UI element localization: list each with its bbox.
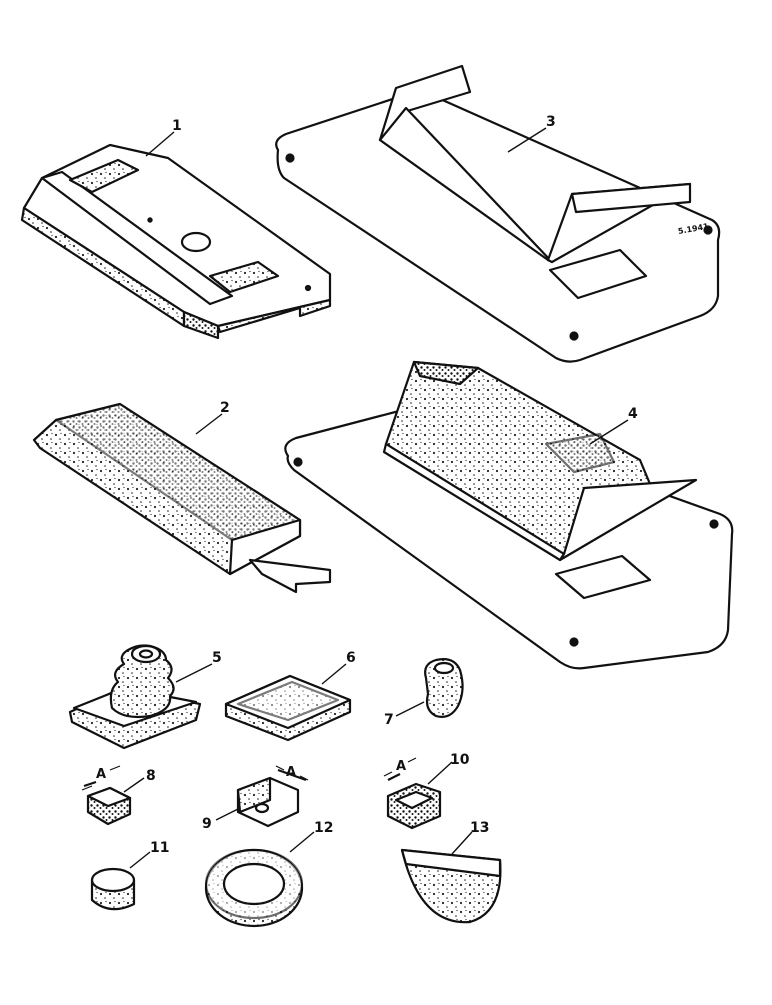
- dimension-labels: A A A: [96, 759, 406, 782]
- callout-6: 6: [346, 650, 356, 666]
- part-13-wedge: [400, 848, 502, 924]
- part-4-floor-plate: [284, 360, 734, 670]
- dimension-label-a-9: A: [286, 765, 296, 780]
- callout-10: 10: [450, 752, 470, 768]
- leader-lines: [123, 127, 629, 869]
- callout-4: 4: [628, 406, 638, 422]
- callout-11: 11: [150, 840, 169, 856]
- part-1-cover-plate: [20, 143, 332, 340]
- callout-8: 8: [146, 768, 156, 784]
- part-7-clip: [424, 658, 464, 718]
- part-11-cap: [90, 867, 136, 911]
- callout-5: 5: [212, 650, 222, 666]
- part-2-channel-cover: [32, 402, 332, 594]
- part-6-pad: [224, 674, 352, 742]
- part-12-ring: [204, 848, 304, 928]
- part-10-grommet: [386, 773, 442, 830]
- callout-1: 1: [172, 118, 182, 134]
- part-5-rubber-boot: [68, 644, 202, 750]
- callout-7: 7: [384, 712, 394, 728]
- dimension-label-a-10: A: [396, 759, 406, 774]
- callout-3: 3: [546, 114, 556, 130]
- callout-13: 13: [470, 820, 489, 836]
- part-9-bracket: [236, 768, 307, 828]
- callout-labels: 1 2 3 4 5 6 7 8 9 10 11 12 13: [146, 114, 638, 856]
- callout-9: 9: [202, 816, 212, 832]
- part-8-mount: [83, 780, 132, 826]
- dimension-arrows: [81, 757, 417, 791]
- callout-12: 12: [314, 820, 333, 836]
- part-3-floor-plate: [275, 64, 721, 363]
- callout-2: 2: [220, 400, 230, 416]
- dimension-label-a-8: A: [96, 767, 106, 782]
